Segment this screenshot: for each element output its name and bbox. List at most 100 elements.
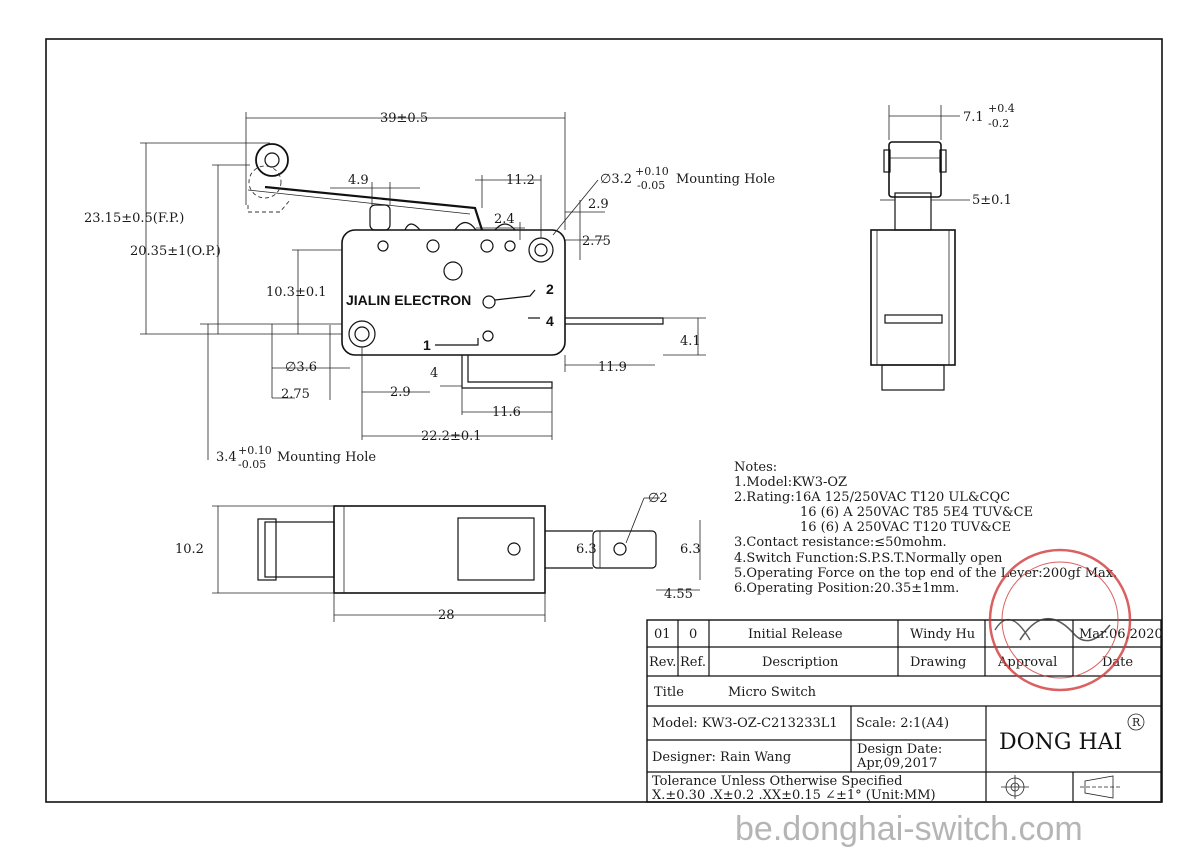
dim-29-top: 2.9 — [588, 197, 609, 212]
roller — [255, 143, 289, 177]
side-view — [870, 105, 970, 391]
schematic-contact — [494, 289, 536, 301]
notes: Notes: 1.Model:KW3-OZ 2.Rating:16A 125/2… — [734, 460, 1117, 596]
notes-heading: Notes: — [734, 460, 777, 475]
rivet-5 — [482, 330, 494, 342]
terminal-1 — [461, 355, 553, 389]
projection-cone-icon — [1084, 775, 1114, 799]
bump-2 — [454, 221, 477, 231]
side-body — [870, 229, 956, 366]
drawn-by: Windy Hu — [910, 627, 975, 642]
rev-number: 01 — [654, 627, 671, 642]
dim-36: ∅3.6 — [285, 360, 317, 375]
watermark: be.donghai-switch.com — [735, 810, 1083, 848]
title-label: Title — [654, 685, 684, 700]
company-stamp — [988, 548, 1132, 692]
bottom-actuator — [264, 521, 335, 578]
top-hole-ring — [528, 237, 554, 263]
dim-41: 4.1 — [680, 334, 701, 349]
bottom-hole — [354, 326, 370, 342]
dim-hole-top-label: Mounting Hole — [676, 172, 775, 187]
side-terminal-bottom — [881, 364, 945, 391]
dim-length: 39±0.5 — [380, 111, 428, 126]
dim-hole-bottom-label: Mounting Hole — [277, 450, 376, 465]
bump-1 — [404, 223, 421, 231]
registered-mark — [1127, 713, 1145, 731]
dim-side-width-plus: +0.4 — [988, 102, 1015, 115]
sheet-border — [45, 38, 1163, 803]
dim-222: 22.2±0.1 — [421, 429, 482, 444]
dim-hole-bottom: 3.4 — [216, 450, 237, 465]
note-line: 16 (6) A 250VAC T85 5E4 TUV&CE — [800, 505, 1033, 520]
side-terminal — [884, 314, 943, 324]
brand-mark: JIALIN ELECTRON — [346, 292, 471, 308]
designer: Designer: Rain Wang — [652, 750, 791, 765]
dim-hole-top: ∅3.2 — [600, 172, 632, 187]
dim-24: 2.4 — [494, 212, 515, 227]
rivet-2 — [480, 239, 494, 253]
dim-275-top: 2.75 — [582, 234, 611, 249]
bottom-view — [212, 497, 701, 622]
center-boss — [443, 261, 463, 281]
dim-bottom-length: 28 — [438, 608, 455, 623]
dim-275-bottom: 2.75 — [281, 387, 310, 402]
terminal-label-1: 1 — [423, 337, 431, 353]
dim-side-lever: 5±0.1 — [972, 193, 1012, 208]
dim-49: 4.9 — [348, 173, 369, 188]
dimension-labels: 39±0.5 23.15±0.5(F.P.) 20.35±1(O.P.) 4.9… — [84, 102, 1015, 623]
bottom-tab — [592, 530, 657, 569]
ref-number: 0 — [689, 627, 697, 642]
schematic-common — [435, 338, 479, 346]
dim-op: 20.35±1(O.P.) — [130, 244, 221, 259]
header-ref: Ref. — [680, 655, 706, 670]
side-axle-right — [939, 149, 947, 173]
roller-pressed — [248, 165, 282, 199]
dim-hole-top-minus: -0.05 — [637, 179, 665, 192]
note-line: 6.Operating Position:20.35±1mm. — [734, 581, 959, 596]
header-description: Description — [762, 655, 839, 670]
terminal-label-4: 4 — [546, 313, 554, 329]
company-name: DONG HAI — [999, 730, 1122, 755]
dim-bottom-63-right: 6.3 — [680, 542, 701, 557]
dim-4: 4 — [430, 366, 438, 381]
tolerance-values: X.±0.30 .X±0.2 .XX±0.15 ∠±1° (Unit:MM) — [652, 788, 936, 803]
tolerance-heading: Tolerance Unless Otherwise Specified — [652, 774, 902, 789]
top-hole — [534, 243, 548, 257]
title-value: Micro Switch — [728, 685, 817, 700]
note-line: 1.Model:KW3-OZ — [734, 475, 847, 490]
dim-fp: 23.15±0.5(F.P.) — [84, 211, 184, 226]
side-roller — [888, 141, 942, 198]
dim-bottom-455: 4.55 — [664, 587, 693, 602]
plunger — [369, 204, 391, 231]
note-line: 4.Switch Function:S.P.S.T.Normally open — [734, 551, 1003, 566]
dim-side-width-minus: -0.2 — [988, 117, 1009, 130]
title-block: 01 0 Initial Release Windy Hu Mar.06,202… — [646, 619, 1163, 803]
dim-hole-top-plus: +0.10 — [635, 165, 669, 178]
rivet-3 — [504, 240, 516, 252]
note-line: 16 (6) A 250VAC T120 TUV&CE — [800, 520, 1011, 535]
rivet-1 — [426, 239, 440, 253]
design-date: Apr,09,2017 — [856, 756, 937, 771]
dim-112: 11.2 — [506, 173, 535, 188]
dim-119: 11.9 — [598, 360, 627, 375]
dim-bottom-height: 10.2 — [175, 542, 204, 557]
note-line: 5.Operating Force on the top end of the … — [734, 566, 1117, 581]
dim-103: 10.3±0.1 — [266, 285, 327, 300]
body-markings: JIALIN ELECTRON 1 2 4 — [346, 281, 554, 353]
front-dimensions — [140, 112, 706, 460]
header-date: Date — [1102, 655, 1133, 670]
lever-pressed — [247, 199, 291, 213]
lever-inner — [247, 189, 471, 215]
dim-bottom-63-left: 6.3 — [576, 542, 597, 557]
bottom-hole-right — [613, 542, 627, 556]
side-axle-left — [883, 149, 891, 173]
design-date-label: Design Date: — [857, 742, 942, 757]
bottom-roller — [257, 518, 277, 581]
dim-29-bottom: 2.9 — [390, 385, 411, 400]
revision-date: Mar.06,2020 — [1079, 627, 1163, 642]
note-line: 2.Rating:16A 125/250VAC T120 UL&CQC — [734, 490, 1010, 505]
dim-hole-bottom-minus: -0.05 — [238, 458, 266, 471]
dim-bottom-hole: ∅2 — [648, 491, 668, 506]
dim-116: 11.6 — [492, 405, 521, 420]
